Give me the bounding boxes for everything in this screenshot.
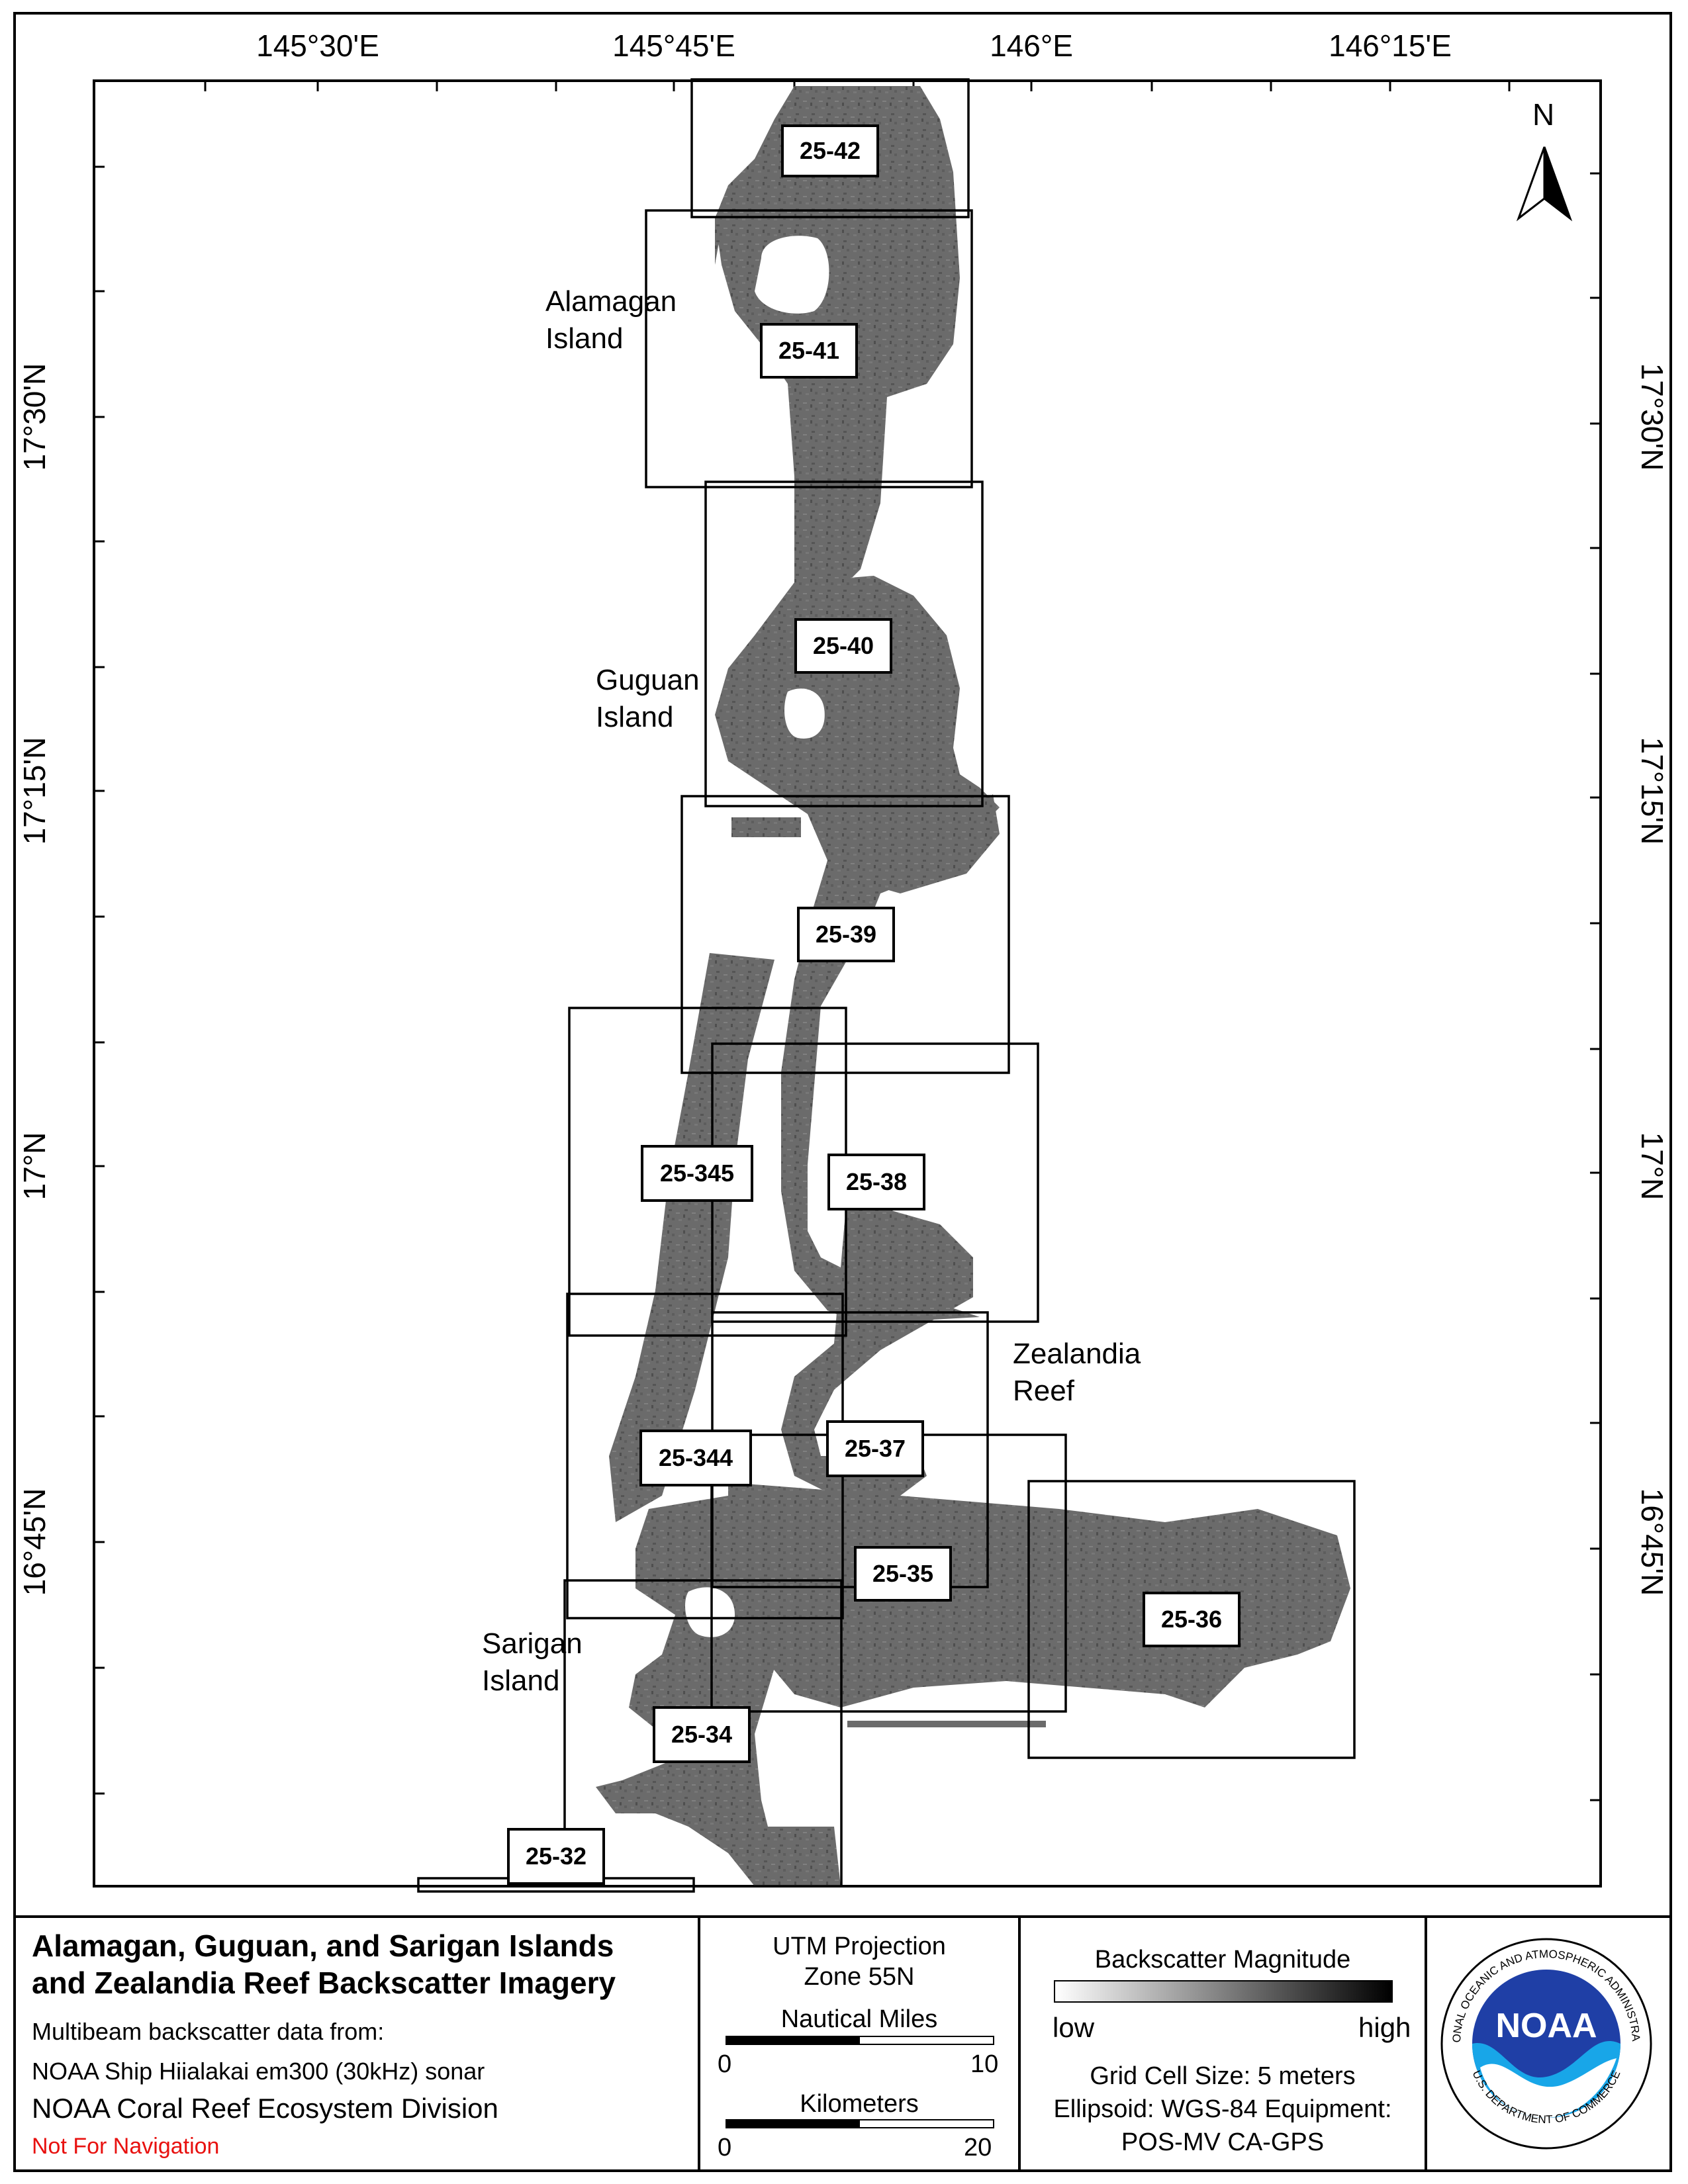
place-label-alamagan-line1: Alamagan [545, 285, 677, 318]
nm-max-label: 10 [970, 2050, 999, 2078]
tile-label-25-34: 25-34 [653, 1706, 751, 1763]
legend-source-line2: NOAA Ship Hiialakai em300 (30kHz) sonar [32, 2058, 485, 2085]
tile-label-25-32: 25-32 [507, 1828, 605, 1885]
guguan-island-shape [784, 688, 825, 739]
tile-label-25-35: 25-35 [854, 1546, 952, 1602]
lon-label-146-15: 146°15'E [1329, 28, 1452, 63]
legend-division: NOAA Coral Reef Ecosystem Division [32, 2093, 498, 2124]
nm-min-label: 0 [718, 2050, 732, 2078]
backscatter-gradient-bar [1054, 1980, 1393, 2003]
legend-projection-line1: UTM Projection [773, 1933, 946, 1960]
place-label-zealandia-line2: Reef [1013, 1375, 1074, 1407]
legend-grid-cell: Grid Cell Size: 5 meters [1090, 2062, 1356, 2090]
place-label-zealandia: Zealandia Reef [1013, 1336, 1141, 1410]
tile-label-25-344: 25-344 [639, 1430, 752, 1486]
lon-label-146: 146°E [990, 28, 1073, 63]
legend-magnitude-title: Backscatter Magnitude [1094, 1946, 1351, 1974]
legend-scale-panel: UTM Projection Zone 55N Nautical Miles 0… [700, 1918, 1021, 2172]
legend-ellipsoid: Ellipsoid: WGS-84 Equipment: [1053, 2095, 1392, 2123]
map-canvas [93, 78, 1602, 1893]
tile-label-25-36: 25-36 [1143, 1592, 1241, 1647]
legend-title-line1: Alamagan, Guguan, and Sarigan Islands [32, 1929, 614, 1963]
place-label-zealandia-line1: Zealandia [1013, 1338, 1141, 1370]
tile-label-25-38: 25-38 [827, 1154, 925, 1210]
legend-logo-panel: NOAA NATIONAL OCEANIC AND ATMOSPHERIC AD… [1427, 1918, 1672, 2172]
place-label-guguan: Guguan Island [596, 662, 700, 736]
noaa-logo-text: NOAA [1495, 2007, 1597, 2045]
tile-label-25-42: 25-42 [781, 124, 879, 177]
tile-label-25-345: 25-345 [641, 1145, 753, 1202]
north-arrow-label: N [1532, 97, 1555, 132]
lon-label-145-30: 145°30'E [256, 28, 379, 63]
km-max-label: 20 [964, 2134, 992, 2161]
tile-label-25-41: 25-41 [760, 323, 858, 379]
legend-title-panel: Alamagan, Guguan, and Sarigan Islands an… [16, 1918, 700, 2172]
nautical-miles-scale-bar [726, 2036, 994, 2045]
place-label-sarigan: Sarigan Island [482, 1625, 583, 1700]
legend-backscatter-panel: Backscatter Magnitude low high Grid Cell… [1021, 1918, 1427, 2172]
legend-equipment: POS-MV CA-GPS [1121, 2128, 1325, 2156]
legend-kilometers-label: Kilometers [800, 2090, 919, 2118]
tile-label-25-39: 25-39 [797, 907, 895, 962]
place-label-alamagan: Alamagan Island [545, 283, 677, 357]
legend-nautical-miles-label: Nautical Miles [780, 2005, 938, 2033]
tile-label-25-40: 25-40 [794, 618, 892, 674]
tile-label-25-37: 25-37 [826, 1420, 924, 1477]
island-holes [685, 236, 829, 1637]
sarigan-island-shape [685, 1587, 735, 1637]
legend-divider [13, 1915, 1672, 1918]
kilometers-scale-bar [726, 2119, 994, 2128]
lon-label-145-45: 145°45'E [612, 28, 735, 63]
place-label-sarigan-line2: Island [482, 1664, 560, 1697]
place-label-alamagan-line2: Island [545, 322, 624, 355]
place-label-guguan-line2: Island [596, 701, 674, 733]
legend-title-line2: and Zealandia Reef Backscatter Imagery [32, 1966, 616, 2000]
legend-warning: Not For Navigation [32, 2134, 220, 2159]
north-arrow-icon [1516, 146, 1573, 222]
km-min-label: 0 [718, 2134, 732, 2161]
legend-low-label: low [1053, 2012, 1095, 2043]
legend-high-label: high [1358, 2012, 1411, 2043]
alamagan-island-shape [755, 236, 829, 314]
legend-projection-line2: Zone 55N [804, 1963, 915, 1991]
place-label-guguan-line1: Guguan [596, 664, 700, 696]
legend-source-line1: Multibeam backscatter data from: [32, 2018, 385, 2045]
place-label-sarigan-line1: Sarigan [482, 1627, 583, 1660]
map-frame [13, 12, 1672, 2172]
backscatter-imagery [596, 86, 1350, 1886]
noaa-logo: NOAA NATIONAL OCEANIC AND ATMOSPHERIC AD… [1427, 1918, 1652, 2150]
